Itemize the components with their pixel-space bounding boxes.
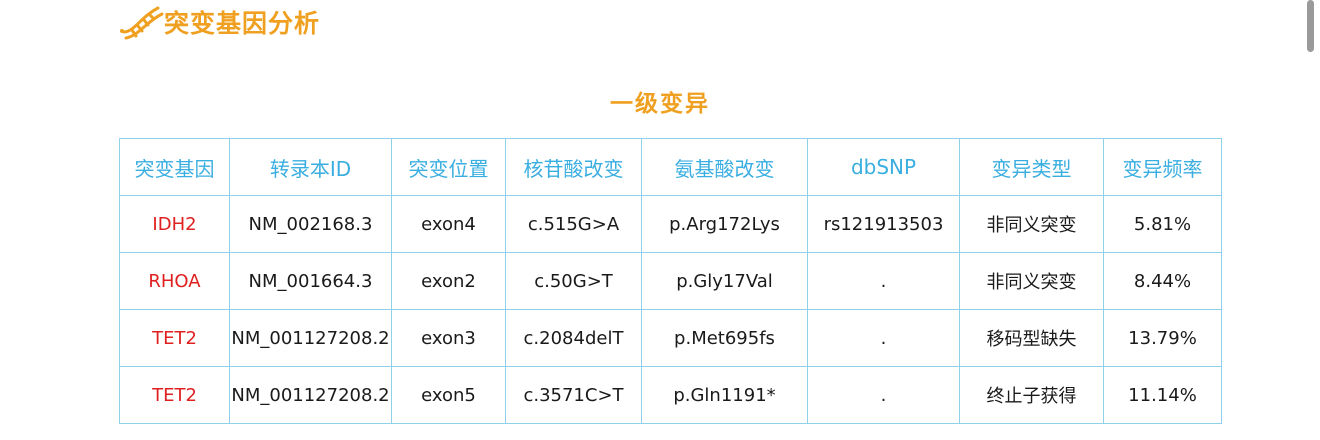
cell-variant-frequency: 11.14% (1103, 366, 1222, 424)
cell-transcript-id: NM_001127208.2 (229, 309, 392, 367)
header-variant-frequency: 变异频率 (1103, 138, 1222, 196)
mutation-table-container: 突变基因 转录本ID 突变位置 核苷酸改变 氨基酸改变 dbSNP 变异类型 变… (119, 138, 1222, 424)
cell-variant-frequency: 8.44% (1103, 252, 1222, 310)
cell-gene: RHOA (119, 252, 230, 310)
header-dbsnp: dbSNP (807, 138, 960, 196)
cell-variant-type: 非同义突变 (959, 252, 1104, 310)
cell-variant-type: 终止子获得 (959, 366, 1104, 424)
cell-amino-acid-change: p.Met695fs (641, 309, 808, 367)
cell-position: exon4 (391, 195, 506, 253)
cell-dbsnp: . (807, 309, 960, 367)
vertical-scrollbar[interactable] (1307, 0, 1314, 52)
header-amino-acid-change: 氨基酸改变 (641, 138, 808, 196)
cell-dbsnp: rs121913503 (807, 195, 960, 253)
mutation-table: 突变基因 转录本ID 突变位置 核苷酸改变 氨基酸改变 dbSNP 变异类型 变… (119, 138, 1222, 424)
cell-variant-type: 非同义突变 (959, 195, 1104, 253)
cell-variant-type: 移码型缺失 (959, 309, 1104, 367)
cell-nucleotide-change: c.2084delT (505, 309, 642, 367)
cell-position: exon5 (391, 366, 506, 424)
table-row: RHOA NM_001664.3 exon2 c.50G>T p.Gly17Va… (119, 252, 1222, 310)
header-transcript-id: 转录本ID (229, 138, 392, 196)
cell-nucleotide-change: c.3571C>T (505, 366, 642, 424)
cell-amino-acid-change: p.Gly17Val (641, 252, 808, 310)
cell-dbsnp: . (807, 366, 960, 424)
cell-transcript-id: NM_001127208.2 (229, 366, 392, 424)
cell-position: exon2 (391, 252, 506, 310)
cell-amino-acid-change: p.Gln1191* (641, 366, 808, 424)
section-title: 突变基因分析 (164, 9, 321, 38)
cell-gene: TET2 (119, 309, 230, 367)
table-row: IDH2 NM_002168.3 exon4 c.515G>A p.Arg172… (119, 195, 1222, 253)
cell-position: exon3 (391, 309, 506, 367)
variant-level-title: 一级变异 (610, 91, 710, 117)
cell-transcript-id: NM_001664.3 (229, 252, 392, 310)
cell-transcript-id: NM_002168.3 (229, 195, 392, 253)
cell-gene: IDH2 (119, 195, 230, 253)
cell-dbsnp: . (807, 252, 960, 310)
cell-gene: TET2 (119, 366, 230, 424)
cell-amino-acid-change: p.Arg172Lys (641, 195, 808, 253)
cell-nucleotide-change: c.50G>T (505, 252, 642, 310)
cell-nucleotide-change: c.515G>A (505, 195, 642, 253)
table-row: TET2 NM_001127208.2 exon3 c.2084delT p.M… (119, 309, 1222, 367)
header-position: 突变位置 (391, 138, 506, 196)
header-nucleotide-change: 核苷酸改变 (505, 138, 642, 196)
dna-icon (120, 6, 164, 40)
header-gene: 突变基因 (119, 138, 230, 196)
cell-variant-frequency: 5.81% (1103, 195, 1222, 253)
section-header: 突变基因分析 (118, 2, 320, 42)
header-variant-type: 变异类型 (959, 138, 1104, 196)
table-header-row: 突变基因 转录本ID 突变位置 核苷酸改变 氨基酸改变 dbSNP 变异类型 变… (119, 138, 1222, 196)
table-row: TET2 NM_001127208.2 exon5 c.3571C>T p.Gl… (119, 366, 1222, 424)
cell-variant-frequency: 13.79% (1103, 309, 1222, 367)
